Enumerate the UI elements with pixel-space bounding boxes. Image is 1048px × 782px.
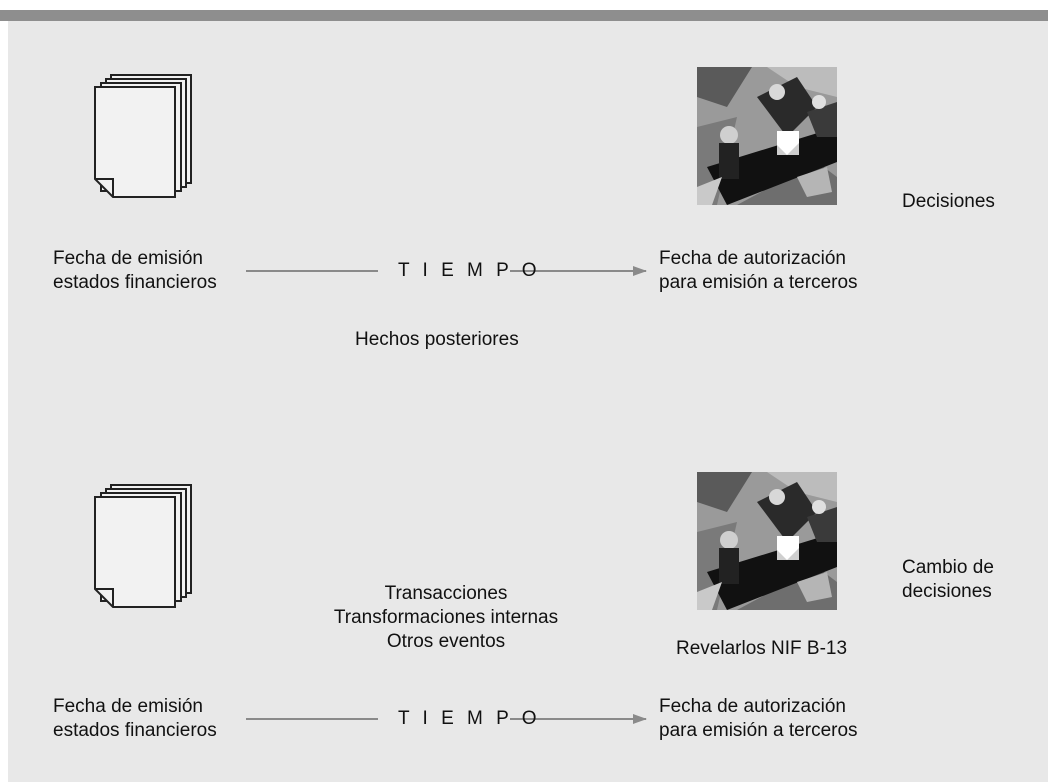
time-label: T I E M P O bbox=[398, 260, 541, 281]
header-bar bbox=[0, 10, 1048, 21]
events-list: Transacciones Transformaciones internas … bbox=[333, 583, 559, 652]
issue-date-label: Fecha de emisión estados financieros bbox=[53, 696, 217, 741]
time-label: T I E M P O bbox=[398, 708, 541, 729]
business-meeting-image bbox=[697, 67, 837, 205]
change-decisions-label: Cambio de decisiones bbox=[902, 557, 994, 602]
documents-stack-icon bbox=[94, 484, 192, 608]
business-meeting-image bbox=[697, 472, 837, 610]
decisions-label: Decisiones bbox=[902, 191, 995, 212]
authorization-date-label: Fecha de autorización para emisión a ter… bbox=[659, 248, 858, 293]
subsequent-events-label: Hechos posteriores bbox=[355, 329, 519, 350]
documents-stack-icon bbox=[94, 74, 192, 198]
issue-date-label: Fecha de emisión estados financieros bbox=[53, 248, 217, 293]
disclosure-label: Revelarlos NIF B-13 bbox=[676, 638, 848, 659]
authorization-date-label: Fecha de autorización para emisión a ter… bbox=[659, 696, 858, 741]
